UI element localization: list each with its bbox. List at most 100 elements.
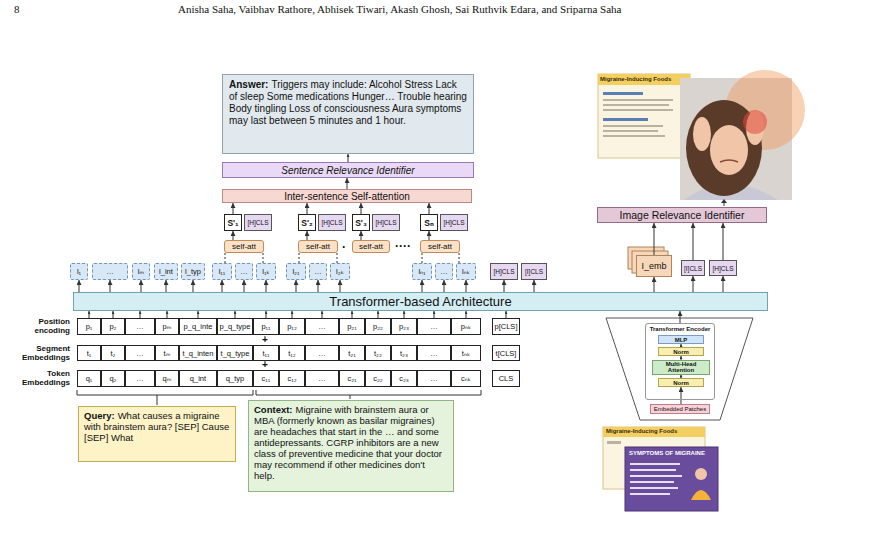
embedding-cell: … [305,318,339,335]
connector [378,311,379,318]
connector [318,280,319,292]
node-text: … [440,267,448,276]
connector [404,311,405,318]
sentence-relevance-box: Sentence Relevance Identifier [222,162,474,178]
slide-image [603,92,643,95]
node-text: t₂₃ [400,349,408,358]
node-text: [H]CLS [376,219,397,226]
label-text: + [262,335,268,345]
mlp-box: MLP [658,335,704,344]
node-text: Norm [673,349,689,355]
node-text: l₁ [77,267,81,276]
connector [307,203,308,214]
connector [193,280,194,292]
connector [296,280,297,292]
node-text: Image Relevance Identifier [620,209,745,221]
embedding-cell: … [417,345,451,361]
node-text: S'₃ [355,218,367,228]
embedding-cell: pₘ [155,318,179,335]
node-text: self-att [428,242,452,251]
embedding-cell: t₁₂ [279,345,305,361]
query-box: Query:What causes a migraine with brains… [78,406,236,462]
label-text: Token Embeddings [8,369,70,387]
node-text: pₙₖ [461,322,471,331]
label-text: 8 [14,3,20,15]
token-output-box: … [235,263,253,280]
node-text: p₁₁ [261,322,270,331]
embedding-cell: p₂ [101,318,125,335]
headache-photo [720,160,738,162]
connector [141,280,142,292]
cls-box: [I]CLS [681,260,705,276]
slide-stack [607,441,621,444]
embedding-cell: q_typ [217,370,253,387]
slide-stack [630,487,678,489]
embedding-cell: t_q_inten [179,345,217,361]
connector [534,280,535,292]
node-text: c₂₂ [373,374,383,383]
node-text: l₂₁ [292,267,299,276]
sentence-box: Sₙ [420,214,438,231]
node-text: … [240,267,248,276]
connector [110,280,111,292]
headache-photo [680,70,805,200]
slide-image [603,135,665,137]
connector [167,311,168,318]
node-text: … [318,322,326,331]
node-text: … [430,349,438,358]
encoder-panel: Transformer EncoderMLPNormMulti-Head Att… [645,323,715,400]
node-text: l₂ₖ [336,267,344,276]
connector [422,253,423,263]
connector [504,280,505,292]
token-output-box: l₂₁ [286,263,306,280]
input-bracket [350,395,351,399]
embedding-cell: p[CLS] [492,318,521,335]
self-attention-box: Inter-sentence Self-attention [222,189,472,203]
node-text: self-att [306,242,330,251]
label-text: Segment Embeddings [8,344,70,362]
relevance-arrow [721,199,727,203]
connector [444,280,445,292]
embedding-cell: … [417,318,451,335]
node-text: I_emb [641,261,666,271]
connector [429,203,430,214]
slide-image [603,104,669,106]
embedding-cell: p₂₂ [365,318,391,335]
embedding-cell: q₂ [101,370,125,387]
connector [506,311,507,318]
slide-stack [630,469,676,471]
token-output-box: l₁₁ [212,263,232,280]
token-output-box: l₂ₖ [330,263,350,280]
embedding-cell: … [305,345,339,361]
connector [266,280,267,292]
node-text: Multi-Head Attention [653,361,709,374]
token-output-box: … [309,263,327,280]
connector [681,387,682,404]
context-box: Context:Migraine with brainstem aura or … [248,400,454,492]
node-text: qₘ [163,374,172,383]
embedding-cell: … [125,370,155,387]
connector [244,280,245,292]
connector [352,311,353,318]
embedding-cell: t₂₂ [365,345,391,361]
embedding-cell: t[CLS] [492,345,520,361]
node-text: Norm [673,380,689,386]
node-text: p[CLS] [495,322,518,331]
cls-box: [H]CLS [490,263,518,280]
headache-photo [693,117,711,151]
norm-box: Norm [658,347,704,356]
cls-box: [H]CLS [709,260,737,276]
embedding-cell: cₙₖ [451,370,481,387]
node-text: … [136,374,144,383]
slide-stack [630,475,682,477]
token-output-box: lₙₖ [456,263,476,280]
transformer-band: Transformer-based Architecture [73,292,768,311]
image-relevance-box: Image Relevance Identifier [597,207,767,223]
connector [198,311,199,318]
connector [347,178,348,189]
connector [348,154,349,162]
node-text: Embedded Patches [654,406,706,412]
token-output-box: … [435,263,453,280]
slide-stack [603,427,718,511]
embedding-cell: p₁₁ [253,318,279,335]
